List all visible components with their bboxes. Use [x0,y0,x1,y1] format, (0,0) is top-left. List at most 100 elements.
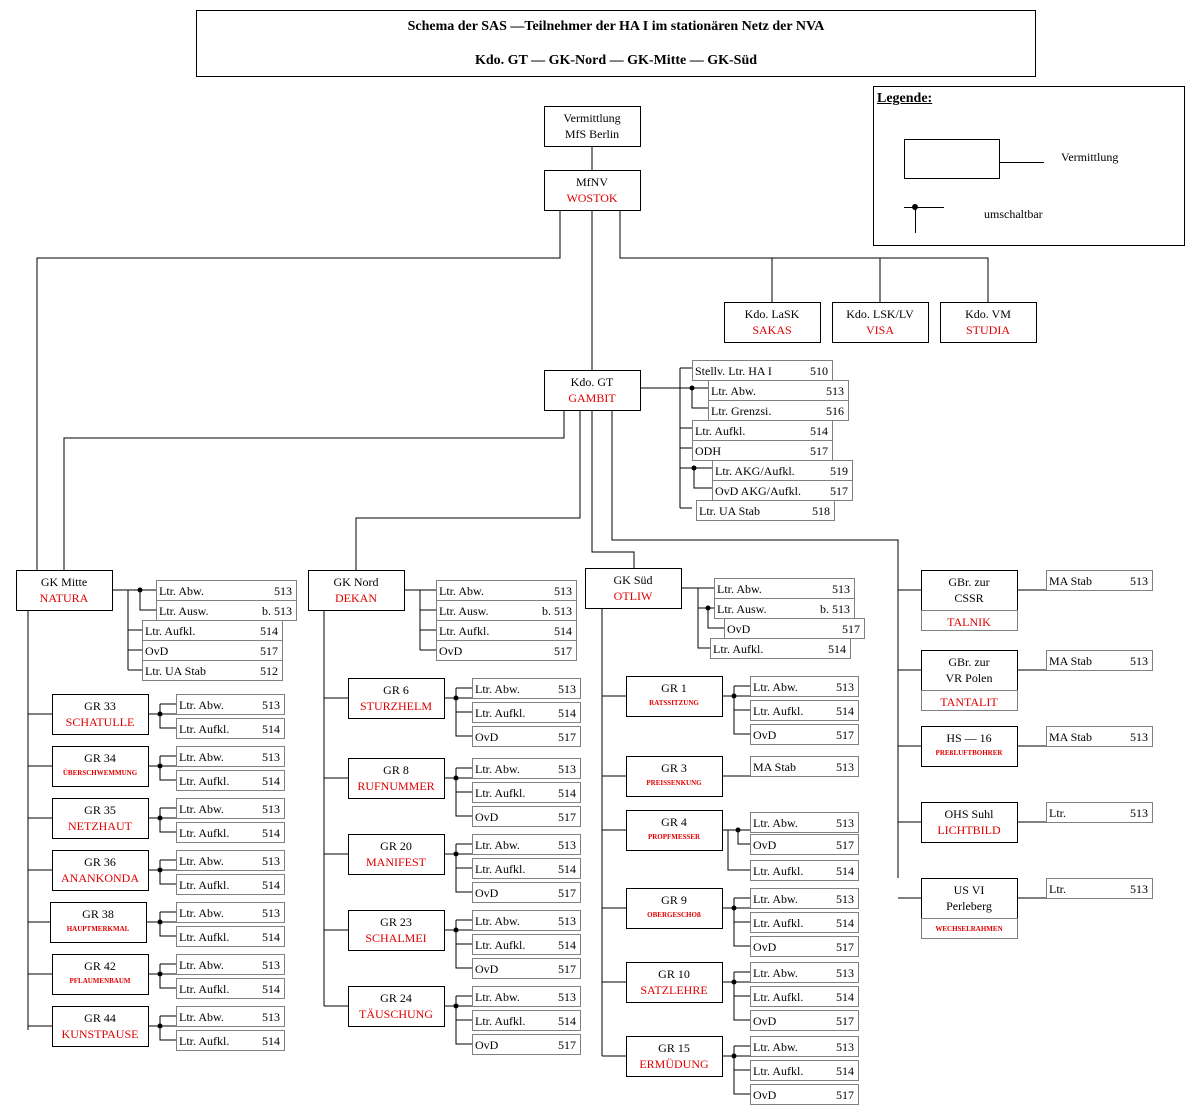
subscriber-number: 517 [810,444,828,458]
subscriber-box [472,858,581,879]
node-label-polen: GBr. zur [948,655,989,669]
subscriber-label: OvD [727,622,751,636]
subscriber-label: Ltr. Abw. [179,698,224,712]
subscriber-number: 510 [810,364,828,378]
subscriber-label: Ltr. Abw. [475,990,520,1004]
subscriber-box [176,798,285,819]
subscriber-number: 514 [554,624,572,638]
node-codename-gr23: SCHALMEI [365,931,426,945]
node-codename-gr8: RUFNUMMER [357,779,434,793]
subscriber-number: 513 [262,958,280,972]
subscriber-number: 514 [262,826,280,840]
subscriber-number: 519 [830,464,848,478]
node-codename-gr3: PREISSENKUNG [646,779,702,787]
subscriber-box [142,660,283,681]
node-codename-gr35: NETZHAUT [68,819,133,833]
subscriber-label: Ltr. Abw. [179,854,224,868]
subscriber-box [176,1006,285,1027]
subscriber-number: 513 [1130,654,1148,668]
node-label-gr44: GR 44 [84,1011,116,1025]
node-box-gr24 [348,986,445,1027]
subscriber-label: OvD [145,644,169,658]
node-codename-gksued: OTLIW [614,589,653,603]
subscriber-number: 513 [558,914,576,928]
subscriber-label: OvD [475,730,499,744]
subscriber-number: b. 513 [262,604,292,618]
node-label-gr34: GR 34 [84,751,116,765]
node-box-gr15 [626,1036,723,1077]
subscriber-label: Ltr. Aufkl. [753,864,803,878]
node-box-vm [940,302,1037,343]
subscriber-box [750,756,859,777]
node-box-gr8 [348,758,445,799]
node-codename-gr24: TÄUSCHUNG [359,1007,433,1021]
node-codename-hs16: PREßLUFTBOHRER [936,749,1004,757]
subscriber-number: 514 [810,424,828,438]
node-label-gr8: GR 8 [383,763,409,777]
subscriber-number: 513 [262,906,280,920]
node-box-gr44 [52,1006,149,1047]
subscriber-label: Ltr. Aufkl. [179,930,229,944]
subscriber-box [176,850,285,871]
subscriber-label: Ltr. Abw. [179,906,224,920]
subscriber-number: 514 [558,1014,576,1028]
line-gt-switch [691,388,708,409]
node-box-gksued [585,568,682,609]
line-gr-switch [455,844,472,893]
subscriber-number: b. 513 [820,602,850,616]
diagram-subtitle: Kdo. GT — GK-Nord — GK-Mitte — GK-Süd [474,53,758,68]
subscriber-number: 513 [1130,806,1148,820]
subscriber-box [472,834,581,855]
subscriber-number: 517 [830,484,848,498]
subscriber-number: 517 [836,728,854,742]
subscriber-label: Ltr. Aufkl. [753,990,803,1004]
subscriber-box [750,1084,859,1105]
subscriber-label: Ltr. Aufkl. [145,624,195,638]
node-codename-mfnv: WOSTOK [566,191,617,205]
node-label-gr15: GR 15 [658,1041,690,1055]
subscriber-box [1046,726,1153,747]
line-gr-switch [159,912,176,937]
subscriber-label: Ltr. Aufkl. [179,1034,229,1048]
node-label-mfnv: MfNV [576,175,608,189]
subscriber-number: 514 [836,990,854,1004]
subscriber-label: MA Stab [753,760,796,774]
subscriber-label: OvD [439,644,463,658]
subscriber-number: 513 [836,816,854,830]
subscriber-label: Ltr. Aufkl. [179,878,229,892]
subscriber-label: Ltr. Abw. [753,966,798,980]
node-label-gr20: GR 20 [380,839,412,853]
subscriber-label: MA Stab [1049,574,1092,588]
node-label-gknord: GK Nord [334,575,379,589]
node-codename-lsk: VISA [866,323,894,337]
legend-vermittlung-line [1000,162,1044,163]
node-codename-gt: GAMBIT [568,391,616,405]
node-codename-gr20: MANIFEST [366,855,427,869]
subscriber-label: MA Stab [1049,654,1092,668]
line-gt-grenzbr [611,410,899,878]
subscriber-number: 514 [262,930,280,944]
subscriber-number: 514 [836,916,854,930]
subscriber-label: Ltr. [1049,882,1066,896]
subscriber-label: OvD [475,810,499,824]
subscriber-number: 513 [836,892,854,906]
node-label-cssr: GBr. zur [948,575,989,589]
subscriber-number: 513 [262,698,280,712]
subscriber-label: Ltr. Abw. [159,584,204,598]
subscriber-number: 513 [558,838,576,852]
subscriber-box [750,888,859,909]
subscriber-box [176,822,285,843]
subscriber-number: 517 [554,644,572,658]
subscriber-label: Ltr. Abw. [179,1010,224,1024]
line-gr-switch [159,704,176,729]
subscriber-number: 517 [836,940,854,954]
subscriber-number: 513 [558,990,576,1004]
node-codename-gr1: RATSSITZUNG [649,699,699,707]
subscriber-box [750,912,859,933]
line-gr-switch [159,860,176,885]
node-box-berlin [544,106,641,147]
subscriber-label: Ltr. Abw. [179,750,224,764]
node-codename-polen: TANTALIT [940,695,998,709]
subscriber-label: Ltr. Aufkl. [695,424,745,438]
subscriber-number: 514 [836,864,854,878]
